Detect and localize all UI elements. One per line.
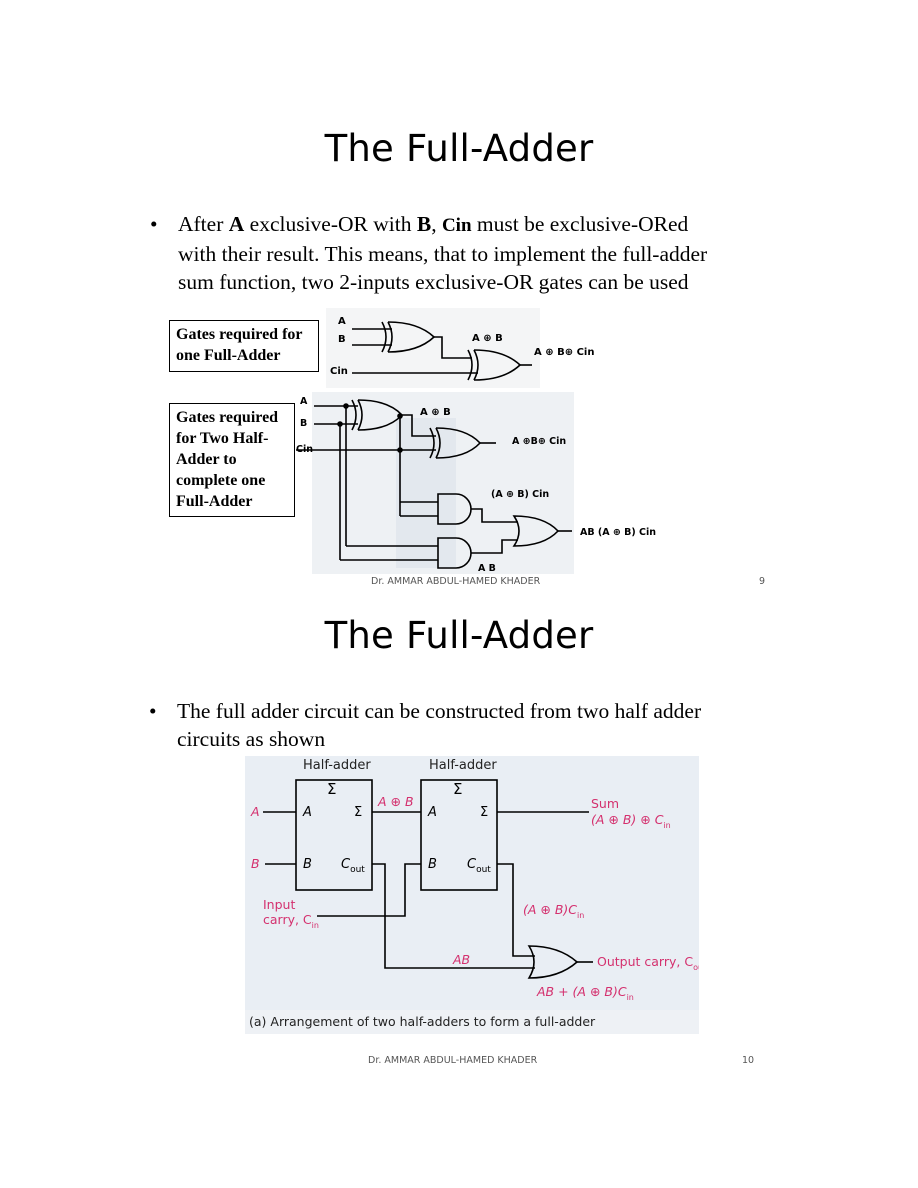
slide2-page-number: 10: [742, 1055, 755, 1066]
slide1-page-number: 9: [759, 576, 766, 587]
slide2-bullet: • The full adder circuit can be construc…: [149, 697, 797, 753]
slide1-footer-author: Dr. AMMAR ABDUL-HAMED KHADER: [371, 576, 541, 587]
slide1-bullet: • After A exclusive-OR with B, Cin must …: [150, 210, 798, 296]
ha1-pin-a: A: [302, 805, 312, 820]
sum-label: Sum: [591, 796, 619, 811]
box-gates-two-half-adders: Gates required for Two Half- Adder to co…: [169, 403, 295, 517]
slide2-bullet-line2: circuits as shown: [177, 727, 326, 751]
svg-text:A ⊕ B⊕ Cin: A ⊕ B⊕ Cin: [534, 347, 594, 358]
ha1-pin-sigma: Σ: [354, 805, 362, 820]
ha2-pin-sigma: Σ: [480, 805, 488, 820]
half-adder-gates-diagram: A B Cin A ⊕ B A ⊕B⊕ Cin (A ⊕ B) Cin AB (…: [296, 392, 656, 574]
ha1-pin-cout: Cout: [341, 857, 365, 875]
slide1-bullet-line1: After A exclusive-OR with B, Cin must be…: [178, 212, 689, 236]
d1-label-a: A: [338, 316, 346, 327]
sum-expression: (A ⊕ B) ⊕ Cin: [591, 812, 671, 830]
slide2-bullet-line1: The full adder circuit can be constructe…: [177, 699, 702, 723]
ha1-sigma-top: Σ: [327, 780, 336, 798]
full-adder-figure: Half-adder Half-adder Σ Σ A Σ A Σ B B Co…: [245, 756, 699, 1034]
ha2-pin-b: B: [428, 857, 437, 872]
input-carry-line2: carry, Cin: [263, 912, 319, 930]
input-b-label: B: [251, 856, 260, 871]
ha2-pin-a: A: [427, 805, 437, 820]
d1-label-b: B: [338, 334, 346, 345]
input-carry-line1: Input: [263, 897, 295, 912]
ab-label: AB: [452, 952, 470, 967]
xor-sum-diagram: A B Cin A ⊕ B: [326, 308, 540, 388]
slide2-title: The Full-Adder: [324, 614, 594, 657]
ha2-label: Half-adder: [429, 758, 497, 773]
ha1-label: Half-adder: [303, 758, 371, 773]
d2-label-and1: (A ⊕ B) Cin: [491, 489, 549, 500]
figure-caption: (a) Arrangement of two half-adders to fo…: [249, 1014, 596, 1029]
d2-label-sum: A ⊕B⊕ Cin: [512, 436, 566, 447]
d2-label-cin: Cin: [296, 444, 313, 455]
xor1-input-arc: [387, 321, 393, 353]
d2-label-a: A: [300, 396, 308, 407]
slide1-title: The Full-Adder: [324, 127, 594, 170]
d2-label-or-out: AB (A ⊕ B) Cin: [580, 527, 656, 538]
slide2-footer-author: Dr. AMMAR ABDUL-HAMED KHADER: [368, 1055, 538, 1066]
output-carry-label: Output carry, Cout: [597, 954, 699, 972]
bullet-dot: •: [150, 212, 158, 236]
axb-cin-label: (A ⊕ B)Cin: [523, 902, 584, 920]
half-adder-2-box: [420, 779, 498, 891]
slide1-bullet-line2: with their result. This means, that to i…: [178, 242, 708, 266]
input-a-label: A: [250, 804, 260, 819]
output-carry-expression: AB + (A ⊕ B)Cin: [536, 984, 634, 1002]
d2-label-b: B: [300, 418, 307, 429]
ha1-pin-b: B: [303, 857, 312, 872]
ha2-sigma-top: Σ: [453, 780, 462, 798]
ha2-pin-cout: Cout: [467, 857, 491, 875]
axb-label: A ⊕ B: [377, 794, 414, 809]
d2-label-and2: A B: [478, 563, 496, 574]
bullet-dot: •: [149, 699, 157, 723]
slide1-bullet-line3: sum function, two 2-inputs exclusive-OR …: [178, 270, 689, 294]
d1-label-axb: A ⊕ B: [472, 333, 503, 344]
box-gates-full-adder: Gates required for one Full-Adder: [169, 320, 319, 372]
d2-label-axb: A ⊕ B: [420, 407, 451, 418]
half-adder-1-box: [295, 779, 373, 891]
d1-label-cin: Cin: [330, 366, 348, 377]
d1-sum-label: A ⊕ B⊕ Cin: [534, 347, 594, 358]
